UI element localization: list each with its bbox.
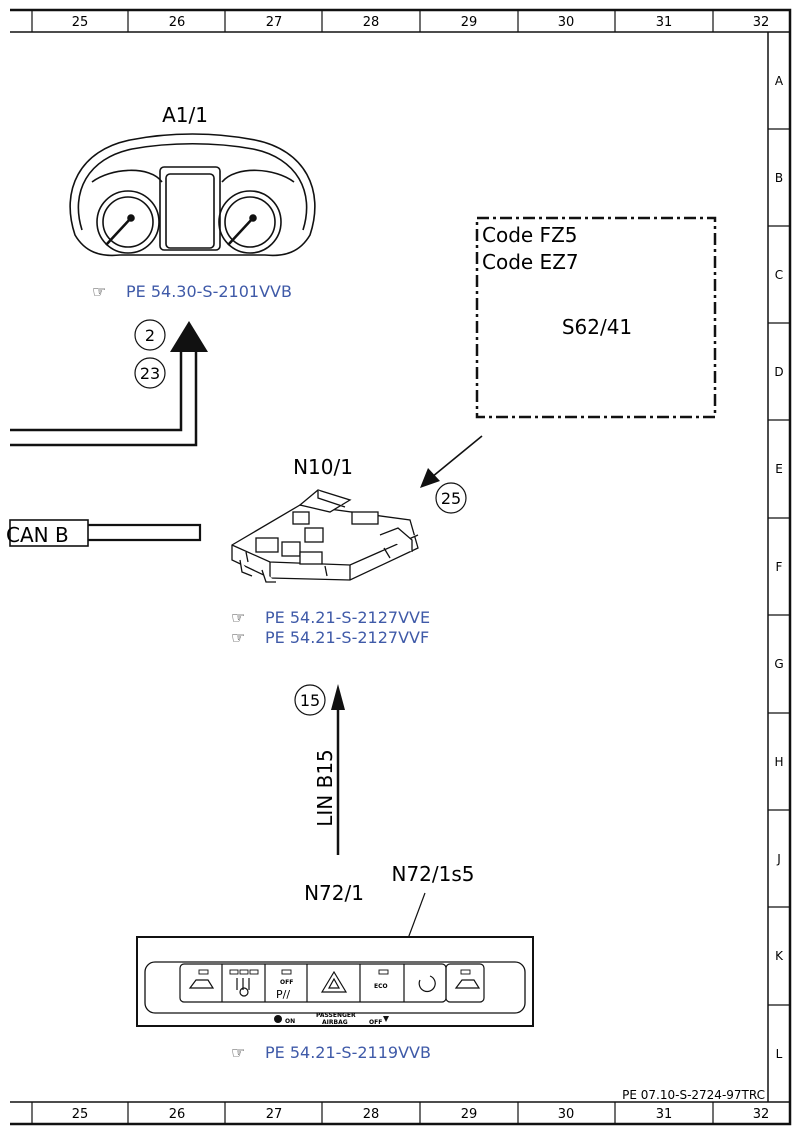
row-e: E bbox=[775, 462, 783, 476]
parking-icon: P// bbox=[276, 988, 290, 1001]
col-29-bottom: 29 bbox=[461, 1107, 478, 1122]
col-31-bottom: 31 bbox=[656, 1107, 673, 1122]
on-text: ON bbox=[285, 1018, 295, 1025]
lin-b15-label: LIN B15 bbox=[313, 749, 337, 827]
row-a: A bbox=[775, 74, 784, 88]
eco-text: ECO bbox=[374, 983, 388, 990]
row-k: K bbox=[775, 949, 784, 963]
col-28-top: 28 bbox=[363, 15, 380, 30]
col-32-bottom: 32 bbox=[753, 1107, 770, 1122]
pointer-line-25 bbox=[431, 435, 483, 478]
arrow-up-icon bbox=[331, 684, 345, 710]
row-b: B bbox=[775, 171, 783, 185]
col-30-bottom: 30 bbox=[558, 1107, 575, 1122]
a1-1-ref-link[interactable]: ☞ PE 54.30-S-2101VVB bbox=[92, 282, 292, 301]
svg-text:23: 23 bbox=[140, 364, 160, 383]
can-b-label: CAN B bbox=[6, 523, 69, 547]
col-27-top: 27 bbox=[266, 15, 283, 30]
col-26-top: 26 bbox=[169, 15, 186, 30]
column-numbers-bottom: 25 26 27 28 29 30 31 32 bbox=[72, 1107, 770, 1122]
col-31-top: 31 bbox=[656, 15, 673, 30]
n72-1-ref-link[interactable]: ☞ PE 54.21-S-2119VVB bbox=[231, 1043, 431, 1062]
col-29-top: 29 bbox=[461, 15, 478, 30]
n72-1-label: N72/1 bbox=[304, 881, 364, 905]
passenger-text: PASSENGER bbox=[316, 1012, 356, 1019]
svg-text:15: 15 bbox=[300, 691, 320, 710]
connector-15: 15 bbox=[294, 684, 326, 716]
pointing-hand-icon: ☞ bbox=[231, 628, 245, 647]
col-30-top: 30 bbox=[558, 15, 575, 30]
off-text-parking: OFF bbox=[280, 979, 293, 986]
airbag-text: AIRBAG bbox=[322, 1019, 348, 1026]
n72-1-switch-panel: OFF P// ECO ON PASSENGER AIRBAG OFF bbox=[136, 936, 534, 1027]
col-32-top: 32 bbox=[753, 15, 770, 30]
connector-2: 2 bbox=[134, 319, 166, 351]
off-text-airbag: OFF bbox=[369, 1019, 382, 1026]
col-25-top: 25 bbox=[72, 15, 89, 30]
n10-1-ref-link-2[interactable]: ☞ PE 54.21-S-2127VVF bbox=[231, 628, 429, 647]
document-id: PE 07.10-S-2724-97TRC bbox=[622, 1088, 765, 1102]
code-fz5-label: Code FZ5 bbox=[482, 223, 578, 247]
col-28-bottom: 28 bbox=[363, 1107, 380, 1122]
n10-1-ref-link-1[interactable]: ☞ PE 54.21-S-2127VVE bbox=[231, 608, 430, 627]
row-d: D bbox=[774, 365, 783, 379]
code-ez7-label: Code EZ7 bbox=[482, 250, 579, 274]
instrument-cluster-icon bbox=[69, 133, 316, 257]
pointing-hand-icon: ☞ bbox=[92, 282, 106, 301]
col-25-bottom: 25 bbox=[72, 1107, 89, 1122]
diagram-frame bbox=[10, 8, 792, 1126]
row-j: J bbox=[776, 852, 781, 866]
wire-bundle-a1-1 bbox=[10, 352, 198, 447]
s62-41-label: S62/41 bbox=[562, 315, 632, 339]
col-26-bottom: 26 bbox=[169, 1107, 186, 1122]
hazard-icon bbox=[320, 970, 348, 993]
a1-1-label: A1/1 bbox=[162, 103, 208, 127]
row-g: G bbox=[774, 657, 783, 671]
can-b-bus: CAN B bbox=[6, 519, 202, 547]
column-ticks-top bbox=[31, 10, 714, 1124]
arrow-up-icon bbox=[170, 321, 208, 352]
car-icon bbox=[454, 979, 481, 989]
row-letters: A B C D E F G H J K L bbox=[774, 74, 784, 1061]
svg-text:2: 2 bbox=[145, 326, 155, 345]
a1-1-ref[interactable]: PE 54.30-S-2101VVB bbox=[126, 282, 292, 301]
row-h: H bbox=[774, 755, 783, 769]
n10-1-ref-vve[interactable]: PE 54.21-S-2127VVE bbox=[265, 608, 430, 627]
n72-1s5-label: N72/1s5 bbox=[391, 862, 474, 886]
stop-start-icon bbox=[418, 975, 436, 993]
connector-23: 23 bbox=[134, 357, 166, 389]
n10-1-label: N10/1 bbox=[293, 455, 353, 479]
row-f: F bbox=[776, 560, 783, 574]
column-numbers-top: 25 26 27 28 29 30 31 32 bbox=[72, 15, 770, 30]
n10-1-ref-vvf[interactable]: PE 54.21-S-2127VVF bbox=[265, 628, 429, 647]
n72-1-ref[interactable]: PE 54.21-S-2119VVB bbox=[265, 1043, 431, 1062]
connector-25: 25 bbox=[435, 482, 467, 514]
svg-text:25: 25 bbox=[441, 489, 461, 508]
arrow-icon bbox=[420, 468, 440, 488]
sam-module-icon bbox=[231, 489, 419, 583]
row-ticks bbox=[768, 128, 790, 1006]
seat-heat-icon bbox=[239, 987, 249, 997]
col-27-bottom: 27 bbox=[266, 1107, 283, 1122]
car-lift-icon bbox=[188, 979, 215, 989]
airbag-off-icon bbox=[383, 1016, 389, 1022]
pointing-hand-icon: ☞ bbox=[231, 608, 245, 627]
row-c: C bbox=[775, 268, 783, 282]
airbag-on-icon bbox=[274, 1015, 282, 1023]
s62-41-code-box bbox=[475, 216, 717, 419]
pointing-hand-icon: ☞ bbox=[231, 1043, 245, 1062]
row-l: L bbox=[776, 1047, 783, 1061]
